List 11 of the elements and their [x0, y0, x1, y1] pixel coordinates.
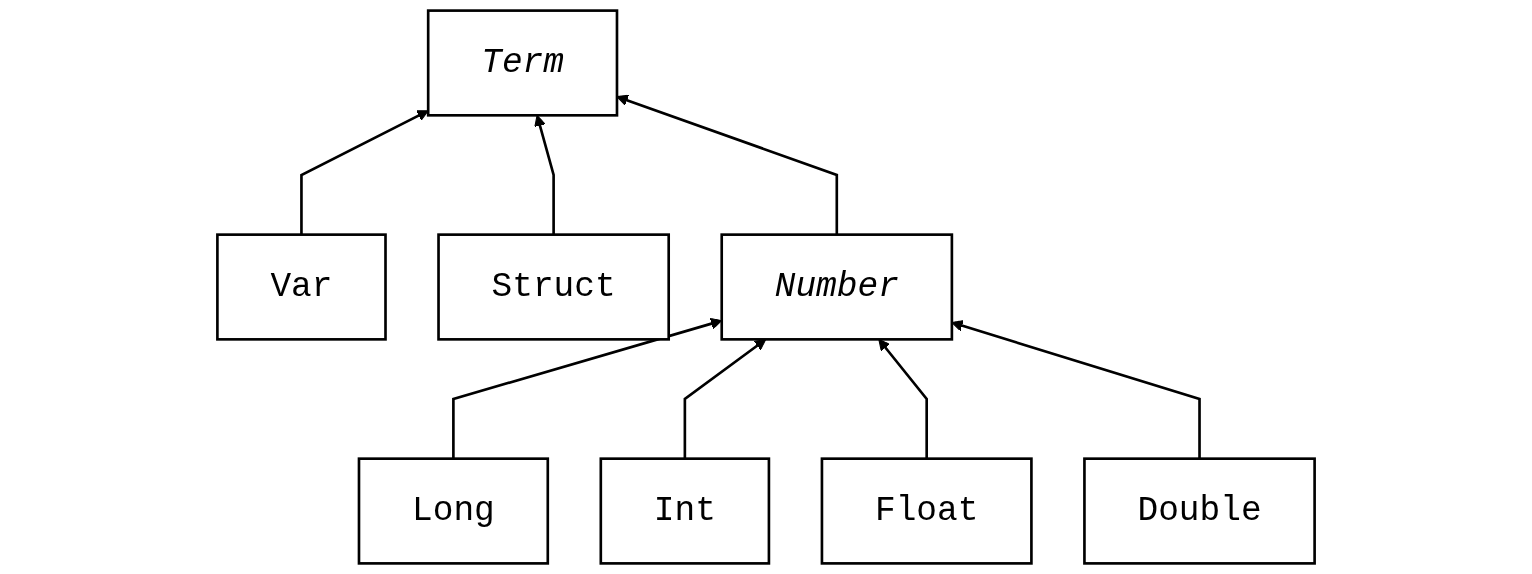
node-box: Term	[426, 9, 619, 117]
node-box: Var	[216, 233, 387, 341]
node-box: Int	[599, 457, 771, 565]
arrow	[616, 94, 839, 235]
arrow	[300, 110, 429, 235]
node-box: Long	[357, 457, 550, 565]
node-box: Struct	[437, 233, 670, 341]
node-box: Float	[820, 457, 1033, 565]
node-box: Double	[1083, 457, 1316, 565]
arrow	[951, 320, 1201, 459]
node-box: Number	[720, 233, 954, 341]
